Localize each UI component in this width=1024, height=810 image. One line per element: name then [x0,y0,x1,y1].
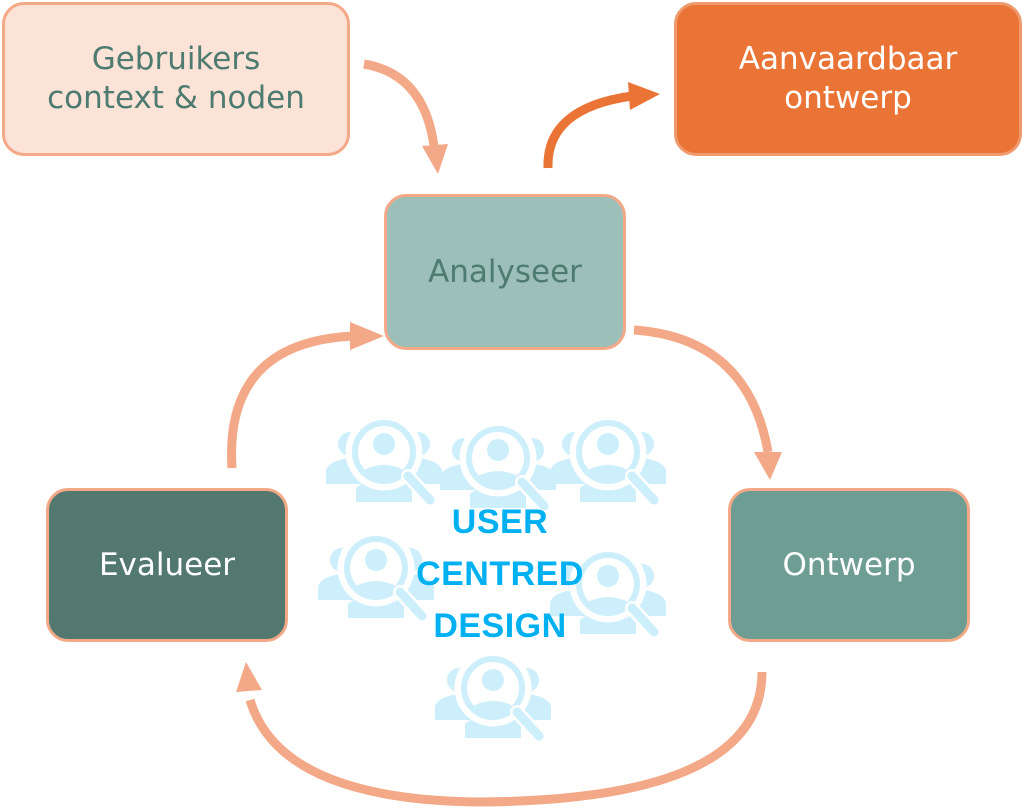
arrow-users-to-analyse [363,59,448,174]
node-design: Ontwerp [728,488,970,642]
center-title: USER CENTRED DESIGN [360,496,640,652]
arrow-analyse-to-design [633,325,782,480]
node-analyse: Analyseer [384,194,626,350]
center-title-line: USER [451,503,549,541]
node-label: context & noden [47,80,305,116]
node-label: Gebruikers [91,41,261,78]
node-label: Ontwerp [782,546,916,583]
node-users-context: Gebruikers context & noden [2,2,350,156]
node-label: Analyseer [428,253,582,290]
node-label: Aanvaardbaar [738,41,958,78]
arrow-design-to-evaluate [236,662,767,807]
node-label: Evalueer [98,546,236,583]
node-evaluate: Evalueer [46,488,288,642]
node-label: ontwerp [784,80,912,116]
user-search-icon [326,418,442,502]
node-acceptable-design: Aanvaardbaar ontwerp [674,2,1022,156]
user-search-icon [435,654,551,738]
arrow-evaluate-to-analyse [227,322,384,469]
user-search-icon [550,418,666,502]
arrow-analyse-to-accept [543,82,660,169]
center-title-line: CENTRED [416,555,584,593]
center-title-line: DESIGN [433,607,567,645]
